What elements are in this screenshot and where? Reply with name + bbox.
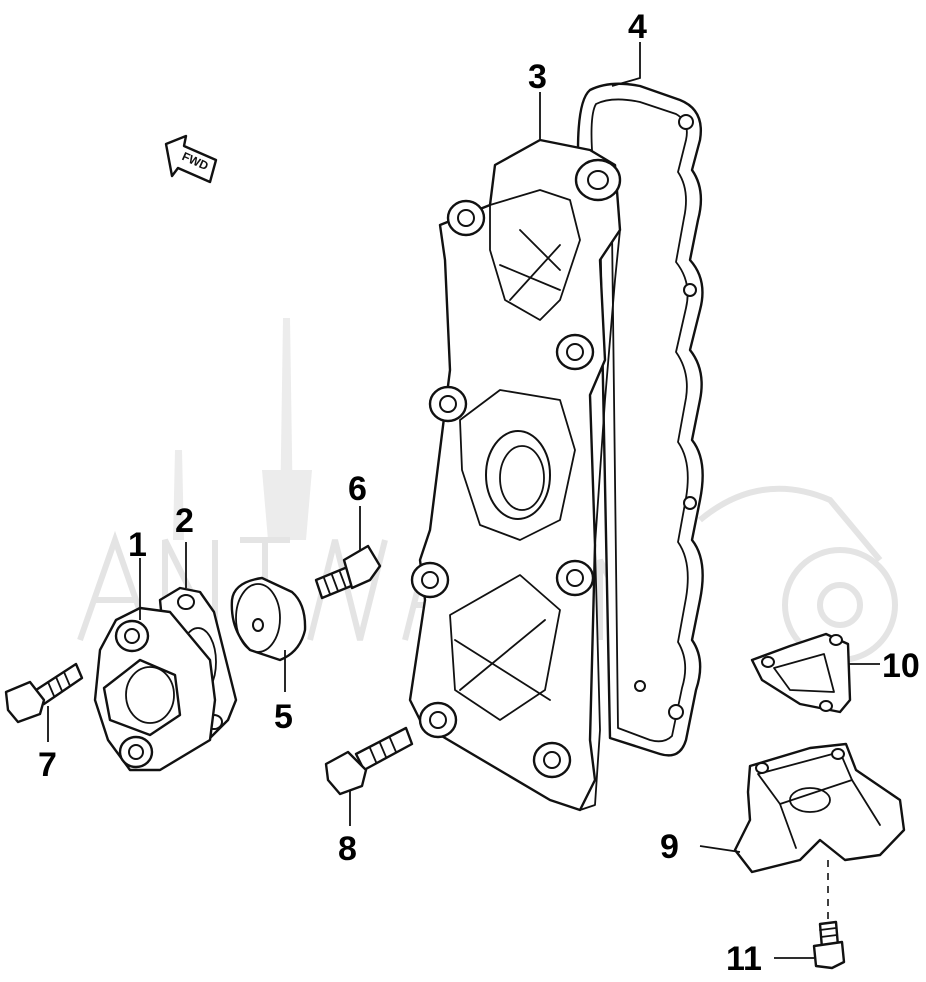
callout-6: 6 (348, 470, 367, 508)
part-7-bolt (4, 662, 84, 724)
part-5-cap (230, 576, 307, 662)
callout-2: 2 (175, 502, 194, 540)
part-11-bolt (812, 920, 846, 970)
callout-11: 11 (726, 940, 762, 978)
part-6-bolt (314, 544, 382, 600)
callout-4: 4 (628, 8, 647, 46)
arrow-fwd-icon (164, 134, 218, 184)
fwd-orientation-marker: FWD (164, 134, 218, 184)
callout-1: 1 (128, 526, 147, 564)
callout-7: 7 (38, 746, 57, 784)
part-4-gasket (576, 82, 704, 757)
callout-9: 9 (660, 828, 679, 866)
part-9-outlet-elbow (733, 742, 906, 874)
leader-lines (47, 42, 880, 959)
callout-5: 5 (274, 698, 293, 736)
callout-8: 8 (338, 830, 357, 868)
callout-labels: 1 2 3 4 5 6 7 8 9 10 11 (38, 8, 920, 978)
part-10-gasket (750, 632, 852, 714)
part-8-bolt (324, 726, 414, 796)
callout-10: 10 (882, 647, 920, 685)
part-3-manifold-plate (408, 138, 622, 812)
callout-3: 3 (528, 58, 547, 96)
part-1-joint-fitting (93, 606, 217, 772)
